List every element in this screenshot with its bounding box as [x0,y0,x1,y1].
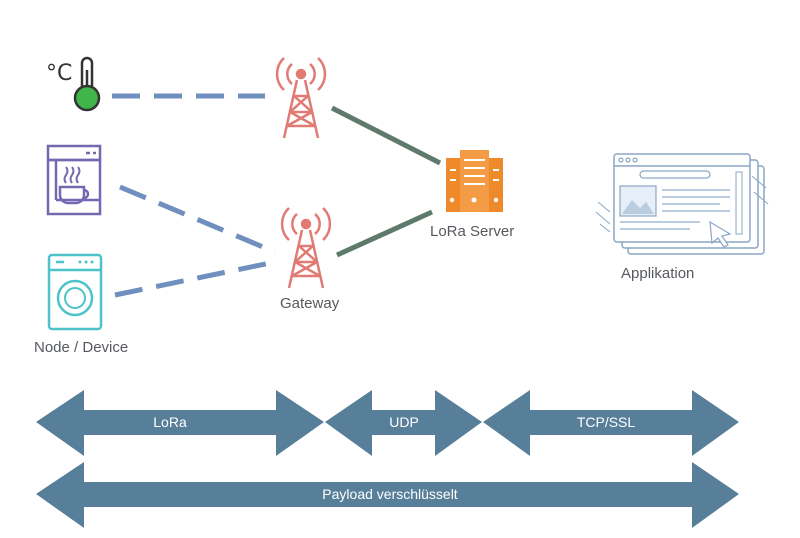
arrow-tcp [483,390,739,456]
washing-machine-icon [47,253,103,331]
arrow-label-tcp: TCP/SSL [576,414,636,430]
celsius-unit: °C [46,61,72,86]
application-label: Applikation [621,265,695,282]
connection-lines [112,93,442,298]
server-icon [446,150,503,212]
arrow-label-lora: LoRa [153,414,187,430]
link-gateway1-server [330,105,442,166]
radio-tower-icon [275,57,327,139]
link-coffee-gateway2 [119,184,276,255]
link-washer-gateway2 [114,259,276,298]
arrow-udp [325,390,482,456]
protocol-arrows [36,390,739,528]
server-label: LoRa Server [430,223,515,240]
browser-window-icon [595,153,769,255]
link-gateway2-server [335,209,434,258]
arrow-label-udp: UDP [389,414,419,430]
radio-tower-icon [280,207,332,289]
node-label: Node / Device [34,339,129,356]
arrow-lora [36,390,324,456]
gateway-label: Gateway [280,295,340,312]
arrow-payload [36,462,739,528]
arrow-label-payload: Payload verschlüsselt [322,486,458,502]
coffee-machine-icon [46,144,102,216]
thermometer-icon: °C [46,56,101,112]
